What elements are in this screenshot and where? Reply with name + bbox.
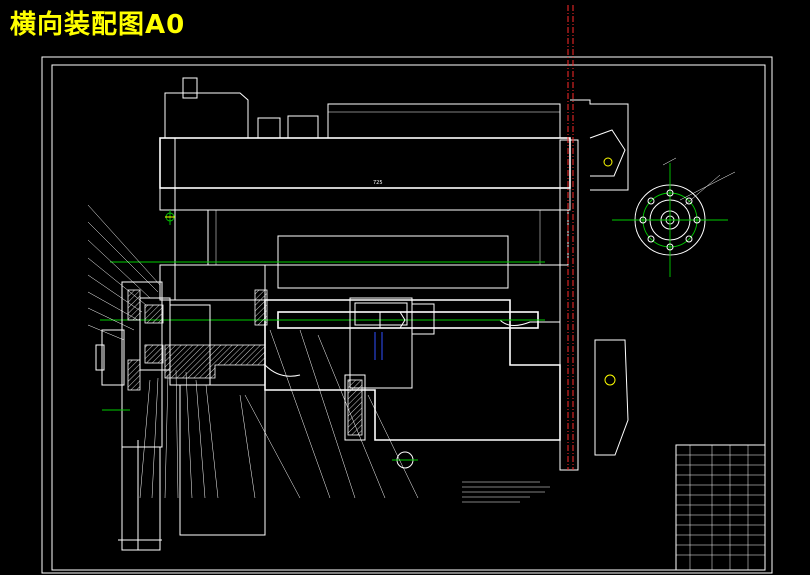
leader-lines <box>87 204 419 499</box>
main-body: 725 <box>159 137 571 301</box>
technical-notes <box>462 481 550 503</box>
lower-body <box>264 139 629 471</box>
outer-frame <box>41 56 773 574</box>
inner-frame <box>51 64 766 571</box>
top-dimension: 725 <box>373 180 383 186</box>
title-block <box>675 444 766 571</box>
flange-end-view <box>612 157 736 277</box>
center-lines <box>110 5 574 470</box>
gear-assembly <box>95 281 268 551</box>
shaft <box>100 297 545 441</box>
motor-housing <box>164 77 629 191</box>
drawing-title: 横向装配图A0 <box>10 10 186 40</box>
